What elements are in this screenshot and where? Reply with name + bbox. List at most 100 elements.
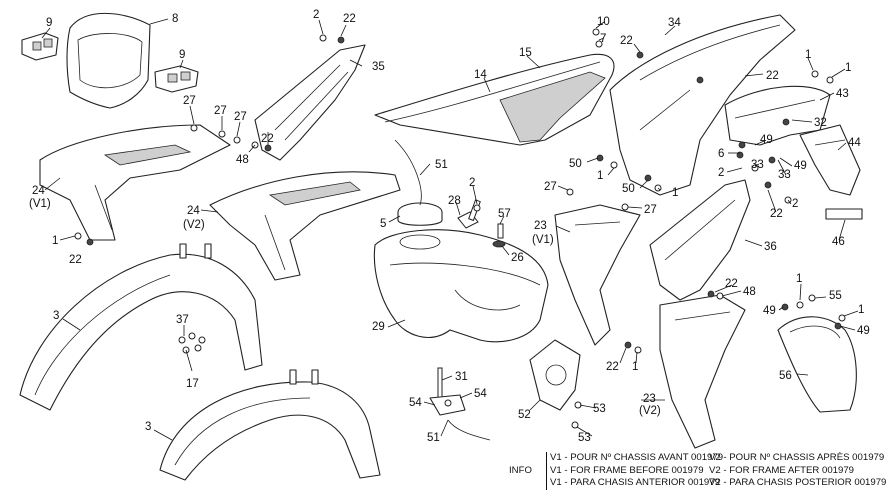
- callout-10: 10: [597, 16, 610, 28]
- callout-14: 14: [474, 69, 487, 81]
- callout-15: 15: [519, 47, 532, 59]
- callout-labels: 9 8 9 27 27 27 48 22 24 (V1) 1 22 24 (V2…: [29, 9, 870, 444]
- info-line: V2 - POUR Nº CHASSIS APRÈS 001979: [709, 452, 885, 463]
- callout-1: 1: [52, 235, 58, 247]
- part-31-fuel-tap: [429, 367, 466, 416]
- part-52-guard: [529, 339, 581, 411]
- part-9-right-switch: [154, 65, 199, 93]
- part-24-v2-shroud: [209, 171, 401, 281]
- callout-51: 51: [435, 159, 448, 171]
- callout-1: 1: [805, 49, 811, 61]
- callout-37: 37: [176, 314, 189, 326]
- callout-24: 24: [187, 205, 200, 217]
- callout-v1: (V1): [29, 198, 51, 210]
- callout-36: 36: [764, 241, 777, 253]
- callout-22: 22: [261, 133, 274, 145]
- callout-17: 17: [186, 378, 199, 390]
- callout-1: 1: [672, 187, 678, 199]
- callout-43: 43: [836, 88, 849, 100]
- callout-33: 33: [778, 169, 791, 181]
- callout-7: 7: [600, 33, 606, 45]
- callout-27: 27: [214, 105, 227, 117]
- callout-1: 1: [632, 361, 638, 373]
- leader-lines: [41, 18, 859, 441]
- part-3-front-fender-a: [19, 243, 263, 411]
- callout-8: 8: [172, 13, 178, 25]
- info-tag: INFO: [509, 465, 532, 476]
- part-44-plate-holder: [799, 124, 861, 196]
- callout-55: 55: [829, 290, 842, 302]
- callout-1: 1: [796, 273, 802, 285]
- callout-27: 27: [544, 181, 557, 193]
- info-v2-column: V2 - POUR Nº CHASSIS APRÈS 001979 V2 - F…: [709, 452, 886, 490]
- callout-22: 22: [766, 70, 779, 82]
- part-17-37-screws: [178, 332, 206, 354]
- callout-50: 50: [622, 183, 635, 195]
- part-3-front-fender-b: [159, 369, 381, 481]
- info-v1-column: V1 - POUR Nº CHASSIS AVANT 001979 V1 - F…: [546, 452, 723, 490]
- callout-49: 49: [857, 325, 870, 337]
- callout-27: 27: [183, 95, 196, 107]
- callout-22: 22: [343, 13, 356, 25]
- info-line: V1 - PARA CHASIS ANTERIOR 001979: [550, 477, 720, 488]
- callout-23: 23: [534, 220, 547, 232]
- part-43-rear-fender: [724, 85, 831, 146]
- part-36-side-panel: [649, 179, 751, 301]
- part-23-v1-cover: [554, 204, 641, 346]
- callout-49: 49: [763, 305, 776, 317]
- callout-50: 50: [569, 158, 582, 170]
- callout-46: 46: [832, 236, 845, 248]
- callout-54: 54: [474, 388, 487, 400]
- callout-53: 53: [578, 432, 591, 444]
- callout-22: 22: [69, 254, 82, 266]
- info-line: V2 - PARA CHASIS POSTERIOR 001979: [709, 477, 887, 488]
- callout-v2: (V2): [639, 405, 661, 417]
- callout-5: 5: [380, 218, 386, 230]
- part-5-fuel-cap: [397, 202, 443, 226]
- part-24-v1-shroud: [39, 124, 231, 241]
- part-14-15-seat: [374, 53, 615, 146]
- fasteners: [74, 28, 846, 429]
- callout-2: 2: [792, 198, 798, 210]
- callout-26: 26: [511, 252, 524, 264]
- info-line: V1 - POUR Nº CHASSIS AVANT 001979: [550, 452, 724, 463]
- part-57-26-fasteners: [492, 223, 506, 248]
- part-46-reflector: [825, 208, 863, 220]
- info-line: V1 - FOR FRAME BEFORE 001979: [550, 464, 704, 476]
- part-51-breather-hose: [394, 139, 491, 441]
- callout-22: 22: [620, 35, 633, 47]
- callout-53: 53: [593, 403, 606, 415]
- callout-22: 22: [606, 361, 619, 373]
- callout-31: 31: [455, 371, 468, 383]
- callout-44: 44: [848, 137, 861, 149]
- callout-34: 34: [668, 17, 681, 29]
- callout-28: 28: [448, 195, 461, 207]
- callout-27: 27: [644, 204, 657, 216]
- callout-48: 48: [236, 154, 249, 166]
- callout-2: 2: [718, 167, 724, 179]
- callout-48: 48: [743, 286, 756, 298]
- callout-27: 27: [234, 111, 247, 123]
- callout-1: 1: [845, 62, 851, 74]
- callout-54: 54: [409, 397, 422, 409]
- callout-52: 52: [518, 409, 531, 421]
- callout-v1: (V1): [532, 234, 554, 246]
- callout-22: 22: [770, 208, 783, 220]
- callout-49: 49: [760, 134, 773, 146]
- callout-22: 22: [725, 278, 738, 290]
- part-29-fuel-tank: [373, 229, 549, 343]
- callout-v2: (V2): [183, 219, 205, 231]
- callout-6: 6: [718, 148, 724, 160]
- callout-9: 9: [46, 17, 52, 29]
- callout-1: 1: [597, 170, 603, 182]
- callout-24: 24: [32, 185, 45, 197]
- callout-49: 49: [794, 160, 807, 172]
- info-line: V2 - FOR FRAME AFTER 001979: [709, 464, 855, 476]
- part-35-side-panel: [254, 44, 366, 161]
- part-23-v2-cover: [659, 294, 746, 449]
- callout-29: 29: [372, 321, 385, 333]
- callout-3: 3: [145, 421, 151, 433]
- callout-2: 2: [313, 9, 319, 21]
- part-28-bolt: [457, 199, 481, 229]
